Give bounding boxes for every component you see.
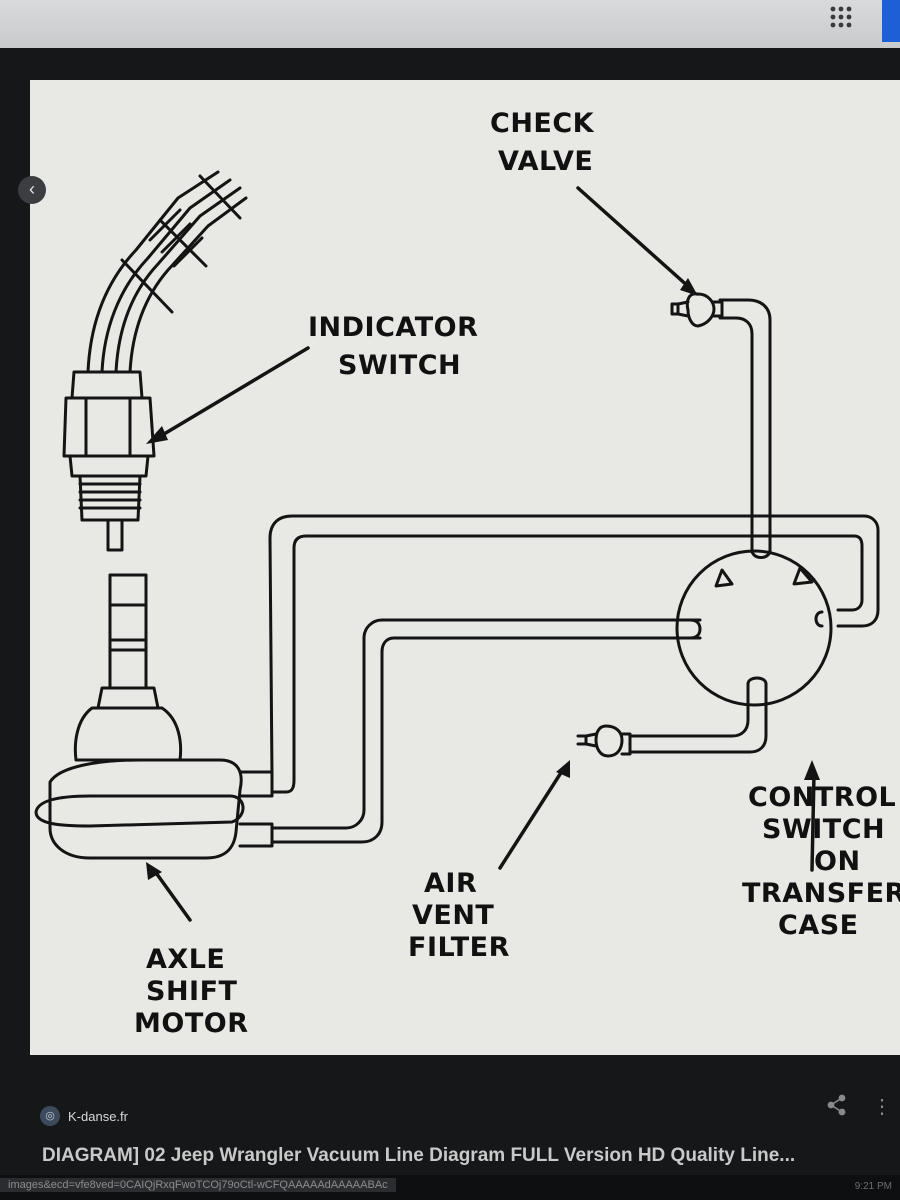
vacuum-line-air-vent xyxy=(576,676,768,758)
more-vert-icon[interactable]: ⋮ xyxy=(872,1096,892,1118)
label-control-switch-line5: CASE xyxy=(778,910,859,941)
label-air-vent-filter-line2: VENT xyxy=(412,900,494,931)
label-control-switch-line3: ON xyxy=(814,846,861,877)
arrow-heads xyxy=(146,278,820,880)
wire-bundle xyxy=(86,170,248,374)
label-axle-shift-motor-line1: AXLE xyxy=(146,944,225,975)
label-check-valve: CHECK VALVE xyxy=(490,108,595,177)
chevron-left-icon[interactable]: ‹ xyxy=(18,176,46,204)
share-icon[interactable] xyxy=(824,1094,850,1120)
label-air-vent-filter-line1: AIR xyxy=(424,868,477,899)
account-button[interactable] xyxy=(882,0,900,42)
label-control-switch-line2: SWITCH xyxy=(762,814,885,845)
vacuum-line-outer xyxy=(268,514,880,794)
axle-shift-motor-shape xyxy=(34,758,274,860)
label-indicator-switch-line1: INDICATOR xyxy=(308,312,478,343)
label-indicator-switch-line2: SWITCH xyxy=(338,350,461,381)
control-switch-shape xyxy=(675,549,833,707)
status-url: images&ecd=vfe8ved=0CAIQjRxqFwoTCOj79oCt… xyxy=(0,1178,396,1192)
label-air-vent-filter: AIR VENT FILTER xyxy=(408,868,510,963)
label-air-vent-filter-line3: FILTER xyxy=(408,932,510,963)
label-check-valve-line2: VALVE xyxy=(498,146,593,177)
vacuum-line-check-valve xyxy=(670,292,772,559)
browser-top-bar xyxy=(0,0,900,48)
indicator-switch-shape xyxy=(62,370,156,552)
shift-motor-post xyxy=(73,573,183,762)
diagram-image[interactable]: CHECK VALVE INDICATOR SWITCH CONTROL SWI… xyxy=(18,80,900,1055)
source-attribution[interactable]: ◎ K-danse.fr xyxy=(40,1106,128,1130)
leader-lines xyxy=(152,186,816,922)
image-caption[interactable]: DIAGRAM] 02 Jeep Wrangler Vacuum Line Di… xyxy=(42,1145,796,1166)
label-check-valve-line1: CHECK xyxy=(490,108,595,139)
label-control-switch-line4: TRANSFER xyxy=(742,878,900,909)
label-control-switch-line1: CONTROL xyxy=(748,782,896,813)
label-axle-shift-motor: AXLE SHIFT MOTOR xyxy=(134,944,248,1039)
status-time: 9:21 PM xyxy=(854,1181,892,1192)
vacuum-line-inner xyxy=(270,618,702,844)
label-axle-shift-motor-line2: SHIFT xyxy=(146,976,238,1007)
vacuum-line-diagram: CHECK VALVE INDICATOR SWITCH CONTROL SWI… xyxy=(34,108,900,1039)
label-axle-shift-motor-line3: MOTOR xyxy=(134,1008,248,1039)
status-bar: images&ecd=vfe8ved=0CAIQjRxqFwoTCOj79oCt… xyxy=(0,1175,900,1200)
label-control-switch: CONTROL SWITCH ON TRANSFER CASE xyxy=(742,782,900,941)
apps-grid-icon[interactable] xyxy=(828,4,854,30)
label-indicator-switch: INDICATOR SWITCH xyxy=(308,312,478,381)
globe-icon: ◎ xyxy=(40,1106,60,1126)
source-name: K-danse.fr xyxy=(68,1108,128,1124)
